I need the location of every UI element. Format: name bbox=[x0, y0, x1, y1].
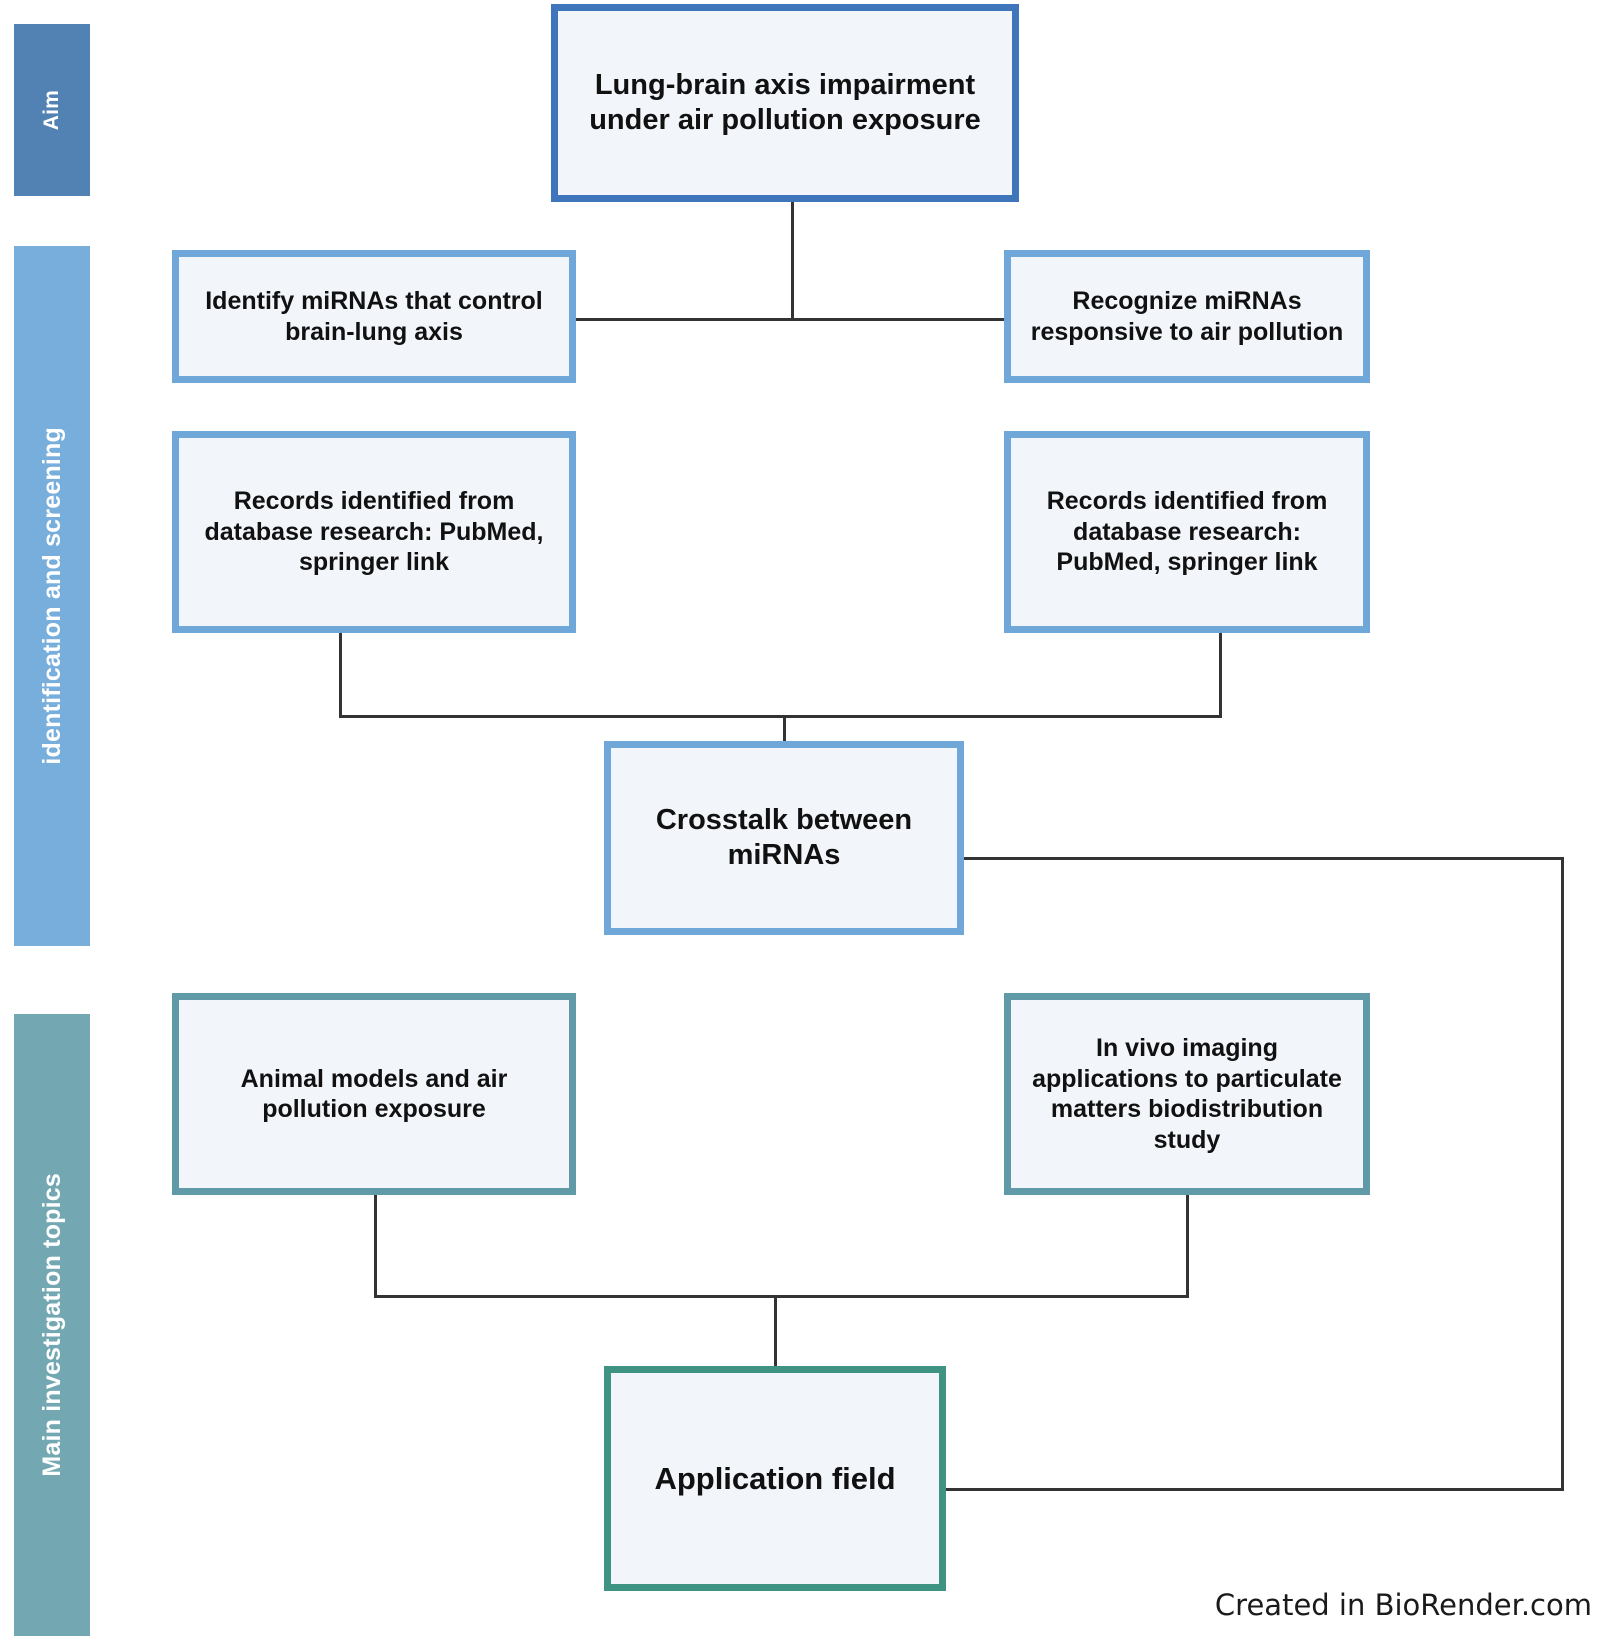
connector-row2-bar bbox=[576, 318, 1004, 321]
node-in-vivo-imaging-label: In vivo imaging applications to particul… bbox=[1032, 1034, 1342, 1154]
connector-bottom-bar bbox=[374, 1295, 1189, 1298]
node-records-left-label: Records identified from database researc… bbox=[204, 487, 544, 577]
connector-records-right-down bbox=[1219, 633, 1222, 717]
connector-application-stem bbox=[774, 1295, 777, 1369]
connector-right-rail-bottom bbox=[946, 1488, 1564, 1491]
connector-aim-stem bbox=[791, 202, 794, 320]
node-animal-models[interactable]: Animal models and air pollution exposure bbox=[172, 993, 576, 1195]
stage-band-identification-and-screening: identification and screening bbox=[14, 246, 90, 946]
node-records-right[interactable]: Records identified from database researc… bbox=[1004, 431, 1370, 633]
node-animal-models-label: Animal models and air pollution exposure bbox=[240, 1064, 508, 1124]
connector-right-rail bbox=[1561, 857, 1564, 1491]
node-recognize-mirnas-label: Recognize miRNAs responsive to air pollu… bbox=[1030, 287, 1344, 346]
stage-band-aim: Aim bbox=[14, 24, 90, 196]
connector-invivo-down bbox=[1186, 1195, 1189, 1297]
connector-records-bar bbox=[339, 715, 1222, 718]
stage-band-identification-label: identification and screening bbox=[37, 427, 66, 765]
connector-animal-down bbox=[374, 1195, 377, 1297]
connector-crosstalk-stem bbox=[783, 715, 786, 743]
stage-band-aim-label: Aim bbox=[40, 89, 63, 131]
stage-band-main-label: Main investigation topics bbox=[37, 1173, 66, 1477]
node-identify-mirnas[interactable]: Identify miRNAs that control brain-lung … bbox=[172, 250, 576, 383]
node-recognize-mirnas[interactable]: Recognize miRNAs responsive to air pollu… bbox=[1004, 250, 1370, 383]
node-application-field[interactable]: Application field bbox=[604, 1366, 946, 1591]
connector-crosstalk-right bbox=[964, 857, 1564, 860]
node-application-field-label: Application field bbox=[654, 1460, 896, 1496]
node-crosstalk-label: Crosstalk between miRNAs bbox=[655, 803, 913, 871]
biorender-credit: Created in BioRender.com bbox=[1214, 1588, 1592, 1622]
node-crosstalk[interactable]: Crosstalk between miRNAs bbox=[604, 741, 964, 935]
node-in-vivo-imaging[interactable]: In vivo imaging applications to particul… bbox=[1004, 993, 1370, 1195]
node-records-left[interactable]: Records identified from database researc… bbox=[172, 431, 576, 633]
connector-records-left-down bbox=[339, 633, 342, 717]
node-aim[interactable]: Lung-brain axis impairment under air pol… bbox=[551, 4, 1019, 202]
stage-band-main-investigation-topics: Main investigation topics bbox=[14, 1014, 90, 1636]
node-records-right-label: Records identified from database researc… bbox=[1046, 487, 1328, 577]
node-identify-mirnas-label: Identify miRNAs that control brain-lung … bbox=[205, 287, 543, 346]
node-aim-label: Lung-brain axis impairment under air pol… bbox=[589, 68, 981, 136]
